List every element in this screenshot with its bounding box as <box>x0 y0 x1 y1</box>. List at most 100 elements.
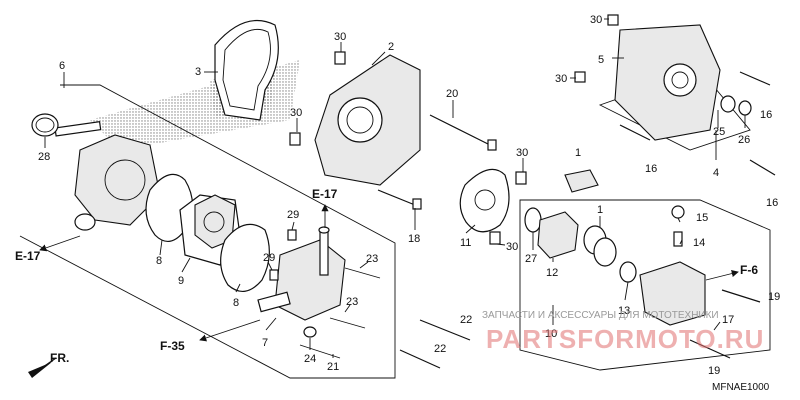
dowel-29a <box>287 229 297 241</box>
callout-12: 12 <box>546 267 558 279</box>
o-ring-1b <box>593 237 617 267</box>
arrow-e17-left <box>39 235 81 252</box>
dowel-30c <box>515 171 527 185</box>
callout-6: 6 <box>59 60 65 72</box>
gasket-3 <box>214 19 279 121</box>
callout-14: 14 <box>693 237 705 249</box>
sensor-14 <box>673 231 683 247</box>
callout-30: 30 <box>516 147 528 159</box>
callout-16: 16 <box>645 163 657 175</box>
callout-30: 30 <box>506 241 518 253</box>
bolt-20 <box>429 114 491 146</box>
callout-16: 16 <box>760 109 772 121</box>
bolt-16a <box>739 71 771 86</box>
group-box-10 <box>519 199 771 371</box>
diagram-code: MFNAE1000 <box>712 382 770 393</box>
callout-18: 18 <box>408 233 420 245</box>
housing-17 <box>639 261 706 326</box>
bolt-16b <box>619 124 651 141</box>
callout-8: 8 <box>156 255 162 267</box>
ref-f6: F-6 <box>740 263 758 277</box>
group-box-6 <box>19 84 396 379</box>
callout-24: 24 <box>304 353 316 365</box>
bolt-16c <box>749 159 776 176</box>
callout-5: 5 <box>598 54 604 66</box>
callout-9: 9 <box>178 275 184 287</box>
callout-26: 26 <box>738 134 750 146</box>
spring-13 <box>619 261 637 283</box>
washer-24 <box>303 326 317 338</box>
bolt-19b <box>689 339 731 359</box>
gasket-11-hole <box>474 189 496 211</box>
dowel-30b <box>289 132 301 146</box>
dowel-30d <box>489 231 501 245</box>
gasket-3-inner <box>222 28 271 111</box>
pump-outlet <box>74 213 96 231</box>
callout-30: 30 <box>590 14 602 26</box>
bolt-18-head <box>412 198 422 210</box>
leader-lines <box>44 18 746 358</box>
callout-19: 19 <box>768 291 780 303</box>
callout-28: 28 <box>38 151 50 163</box>
bolt-18 <box>377 189 416 206</box>
cover-5-boss-inner <box>671 71 689 89</box>
dowel-29b <box>269 269 279 281</box>
dowel-30e <box>607 14 619 26</box>
ref-e17-left: E-17 <box>15 249 41 263</box>
callout-20: 20 <box>446 88 458 100</box>
watermark-text: ЗАПЧАСТИ И АКСЕССУАРЫ ДЛЯ МОТОТЕХНИКИ <box>482 310 719 321</box>
callout-2: 2 <box>388 41 394 53</box>
dowel-30a <box>334 51 346 65</box>
pipe-7 <box>319 229 329 276</box>
o-ring-28-inner <box>35 117 55 133</box>
plate-1 <box>564 169 599 193</box>
bolt-23a <box>344 267 381 279</box>
pump-cover-7 <box>274 239 346 321</box>
dowel-30f <box>574 71 586 83</box>
bolt-19a <box>721 289 761 303</box>
bolt-22b <box>399 349 441 369</box>
cover-5-boss <box>663 63 697 97</box>
callout-22: 22 <box>460 314 472 326</box>
outlet-7 <box>257 291 291 313</box>
pipe-7-top <box>318 226 330 234</box>
o-ring-8b <box>220 223 270 292</box>
pump-body-6 <box>74 134 161 226</box>
ref-fr: FR. <box>50 351 69 365</box>
o-ring-28 <box>31 113 59 137</box>
callout-4: 4 <box>713 167 719 179</box>
callout-11: 11 <box>460 237 471 249</box>
fr-arrow-shaft <box>35 357 57 373</box>
gasket-11 <box>459 168 510 233</box>
callout-21: 21 <box>327 361 339 373</box>
callout-7: 7 <box>262 337 268 349</box>
bolt-23b <box>329 317 366 329</box>
callout-3: 3 <box>195 66 201 78</box>
callout-17: 17 <box>722 314 734 326</box>
pump-impeller <box>104 159 146 201</box>
bolt-22a <box>419 319 471 341</box>
thermo-body-12 <box>537 211 579 259</box>
callout-1: 1 <box>597 204 603 216</box>
seal-25 <box>720 95 736 113</box>
callout-30: 30 <box>290 107 302 119</box>
callout-16: 16 <box>766 197 778 209</box>
arrow-f35 <box>199 319 261 342</box>
cover-2-port-inner <box>346 106 374 134</box>
washer-26 <box>738 100 752 116</box>
sensor-15 <box>671 205 685 219</box>
callout-29: 29 <box>287 209 299 221</box>
ref-f35: F-35 <box>160 339 185 353</box>
callout-23: 23 <box>366 253 378 265</box>
callout-30: 30 <box>555 73 567 85</box>
callout-1: 1 <box>575 147 581 159</box>
callout-30: 30 <box>334 31 346 43</box>
callout-8: 8 <box>233 297 239 309</box>
watermark-logo: PARTSFORMOTO.RU <box>486 324 764 354</box>
bolt-20-head <box>487 139 497 151</box>
callout-13: 13 <box>618 305 630 317</box>
seal-27 <box>524 207 542 233</box>
callout-15: 15 <box>696 212 708 224</box>
ref-e17-center: E-17 <box>312 187 338 201</box>
